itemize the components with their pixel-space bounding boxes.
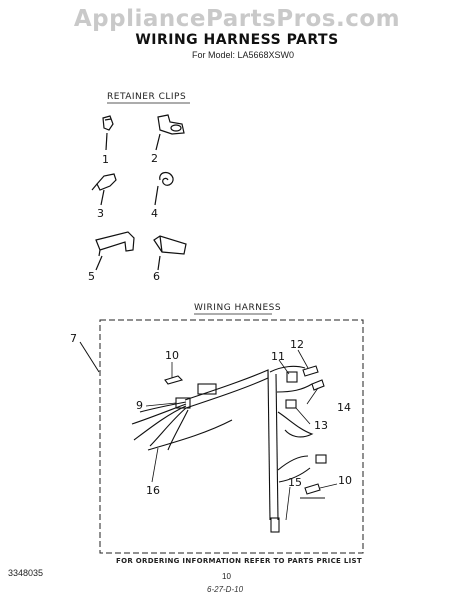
harness-frame [99,319,364,554]
ordering-info-note: FOR ORDERING INFORMATION REFER TO PARTS … [116,557,362,565]
callout-16: 16 [146,484,160,497]
page-title: WIRING HARNESS PARTS [135,32,339,48]
callout-12: 12 [290,338,304,351]
clip-part-5[interactable] [95,231,135,271]
document-part-number: 3348035 [8,568,44,578]
wiring-harness-heading: WIRING HARNESS [194,303,282,313]
callout-10-top: 10 [165,349,179,362]
callout-5: 5 [88,270,95,283]
clip-part-3[interactable] [91,173,117,206]
page-number: 10 [222,572,231,581]
clip-part-4[interactable] [154,171,174,206]
callout-10-bottom: 10 [338,474,352,487]
callout-leaders [145,349,338,521]
retainer-clips-heading: RETAINER CLIPS [107,92,187,102]
wiring-harness-assembly[interactable] [131,365,327,533]
callout-15: 15 [288,476,302,489]
callout-9: 9 [136,399,143,412]
callout-2: 2 [151,152,158,165]
callout-13: 13 [314,419,328,432]
callout-6: 6 [153,270,160,283]
callout-1: 1 [102,153,109,166]
clip-part-1[interactable] [102,115,114,151]
model-label: For Model: LA5668XSW0 [192,50,295,60]
callout-7: 7 [70,332,77,345]
callout-3: 3 [97,207,104,220]
date-code: 6-27-D-10 [207,585,244,594]
watermark-logo: AppliancePartsPros.com [73,6,401,32]
clip-part-2[interactable] [155,114,185,151]
callout-11: 11 [271,350,285,363]
callout-4: 4 [151,207,158,220]
callout-14: 14 [337,401,351,414]
clip-part-6[interactable] [153,235,187,271]
